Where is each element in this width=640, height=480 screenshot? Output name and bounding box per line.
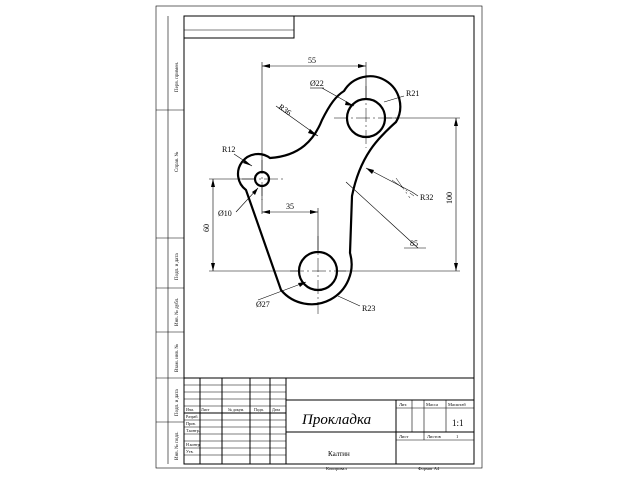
row-tech-control: Т.контр. (186, 428, 200, 433)
dimension-lines (209, 62, 460, 307)
side-stamp-3: Подп. и дата (175, 253, 180, 280)
student-name: Калтин (328, 450, 350, 458)
col-sheet: Лист (399, 434, 408, 439)
sheets-count: 1 (456, 434, 458, 439)
row-approved: Утв. (186, 449, 193, 454)
side-stamp-1: Перв. примен. (175, 62, 180, 92)
dim-55: 55 (308, 56, 316, 65)
dim-r12: R12 (222, 145, 235, 154)
row-checked: Пров. (186, 421, 196, 426)
row-sheet: Лист (201, 407, 210, 412)
format-label: Формат А4 (418, 466, 440, 471)
dim-hole-bottom: Ø27 (256, 300, 270, 309)
row-developed: Разраб. (186, 414, 198, 419)
dim-100: 100 (445, 192, 454, 204)
part-name: Прокладка (301, 412, 371, 428)
copied-label: Копировал (326, 466, 347, 471)
row-change: Изм. (186, 407, 194, 412)
scale-value: 1:1 (452, 418, 464, 428)
arrowheads (211, 64, 458, 287)
centre-lines (242, 86, 415, 314)
dim-r36: R36 (277, 102, 293, 117)
dim-r23: R23 (362, 304, 375, 313)
part-contour (236, 75, 402, 306)
col-lit: Лит. (399, 402, 407, 407)
row-date: Дата (272, 407, 280, 412)
dim-35: 35 (286, 202, 294, 211)
side-stamp-2: Справ. № (174, 151, 180, 172)
title-block (183, 377, 475, 465)
side-stamp-6: Подп. и дата (175, 389, 180, 416)
side-stamp-7: Инв. № подл. (174, 432, 180, 461)
inner-frame (183, 15, 475, 465)
row-doc: № докум. (228, 407, 244, 412)
side-stamp-4: Инв. № дубл. (174, 298, 180, 326)
dim-hole-left: Ø10 (218, 209, 232, 218)
row-norm-control: Н.контр. (186, 442, 201, 447)
col-sheets: Листов (427, 434, 441, 439)
col-scale: Масштаб (448, 402, 466, 407)
dim-r32: R32 (420, 193, 433, 202)
title-block-labels: Прокладка Калтин 1:1 Лит. Масса Масштаб … (186, 402, 466, 471)
dim-85: 85 (410, 239, 418, 248)
side-stamp-5: Взам. инв. № (174, 344, 180, 372)
side-stamps: Перв. примен. Справ. № Подп. и дата Инв.… (156, 16, 184, 464)
dimension-labels: 55 Ø22 R21 R36 R12 100 R32 Ø10 60 35 85 … (202, 56, 454, 313)
dim-60: 60 (202, 224, 211, 232)
row-sign: Подп. (254, 407, 264, 412)
outer-frame (155, 5, 483, 469)
col-mass: Масса (426, 402, 438, 407)
dim-hole-top: Ø22 (310, 79, 324, 88)
dim-r21: R21 (406, 89, 419, 98)
top-stamp-box (184, 16, 295, 39)
